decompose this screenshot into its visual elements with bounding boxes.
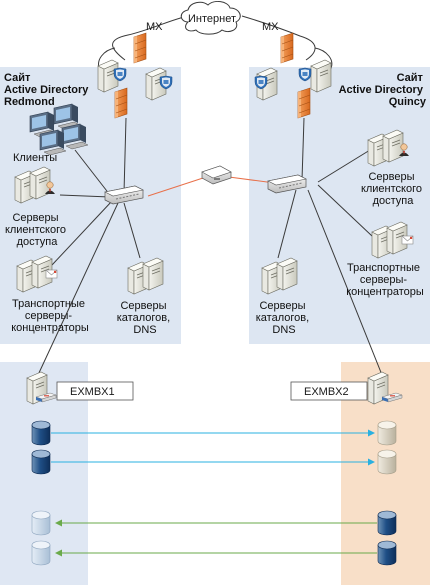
server-icon — [382, 129, 404, 163]
firewall-icon — [114, 87, 128, 119]
database-icon — [377, 510, 397, 536]
site-quincy-title: Сайт Active Directory Quincy — [339, 72, 427, 108]
exmbx1-label: EXMBX1 — [70, 386, 115, 398]
cas-right-label: Серверы клиентского доступа — [361, 171, 425, 207]
server-icon — [29, 166, 51, 200]
hub-left-label: Транспортные серверы- концентраторы — [11, 298, 89, 334]
database-icon — [31, 420, 51, 446]
server-icon — [276, 257, 298, 291]
database-icon — [377, 540, 397, 566]
firewall-icon — [280, 32, 294, 64]
mail-icon — [401, 235, 414, 245]
internet-label: Интернет — [188, 13, 236, 25]
replication-links — [51, 429, 377, 557]
database-copy-icon — [31, 540, 51, 566]
server-icon — [142, 257, 164, 291]
database-copy-icon — [377, 449, 397, 475]
firewall-icon — [297, 87, 311, 119]
firewall-icon — [133, 32, 147, 64]
mail-icon — [45, 269, 58, 279]
network-links — [37, 15, 383, 376]
client-workstations-icon — [29, 103, 89, 156]
site-redmond-title: Сайт Active Directory Redmond — [4, 72, 91, 108]
mx-label-right: MX — [262, 21, 279, 33]
exmbx1-callout: EXMBX1 — [56, 381, 134, 401]
router-icon — [201, 165, 232, 185]
hub-right-label: Транспортные серверы- концентраторы — [346, 262, 424, 298]
database-icon — [31, 449, 51, 475]
internet-cloud: Интернет — [180, 0, 241, 35]
cas-left-label: Серверы клиентского доступа — [5, 212, 69, 248]
clients-label: Клиенты — [13, 152, 57, 164]
exmbx2-callout: EXMBX2 — [290, 381, 368, 401]
exmbx2-label: EXMBX2 — [304, 386, 349, 398]
database-copy-icon — [377, 420, 397, 446]
site-redmond-panel — [0, 67, 181, 344]
gc-left-label: Серверы каталогов, DNS — [117, 300, 173, 336]
gc-right-label: Серверы каталогов, DNS — [256, 300, 312, 336]
database-copy-icon — [31, 510, 51, 536]
edge-server-icon — [310, 59, 332, 93]
mx-label-left: MX — [146, 21, 163, 33]
